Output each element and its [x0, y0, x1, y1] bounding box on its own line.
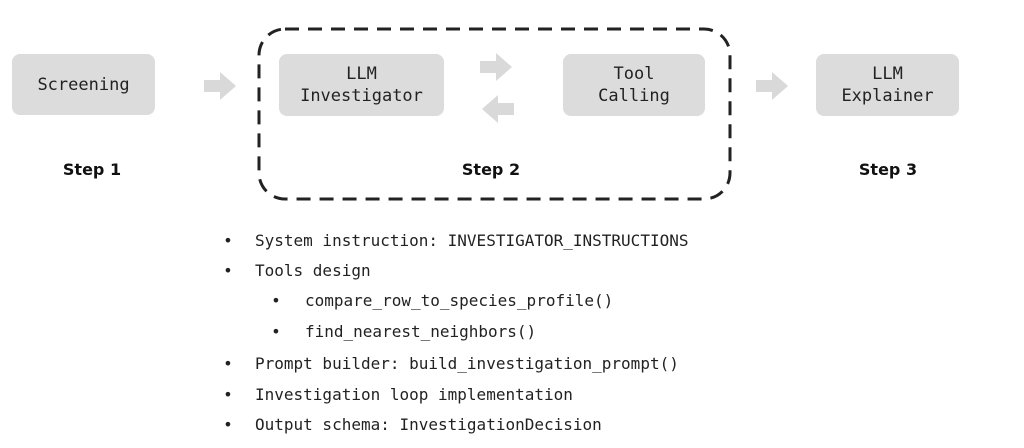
llm-investigator-label: LLM Investigator — [300, 64, 423, 106]
bullet-marker: • — [223, 385, 233, 404]
bullet-text: find_nearest_neighbors() — [305, 322, 537, 341]
step2-dashed-region — [257, 27, 732, 201]
llm-explainer-label: LLM Explainer — [841, 64, 934, 106]
tool-calling-box: Tool Calling — [563, 54, 705, 116]
bullet-marker: • — [223, 261, 233, 280]
screening-label: Screening — [37, 74, 130, 95]
bullet-text: Prompt builder: build_investigation_prom… — [255, 354, 679, 373]
right-arrow-icon — [204, 72, 236, 100]
bullet-text: System instruction: INVESTIGATOR_INSTRUC… — [255, 231, 689, 250]
step1-label: Step 1 — [62, 160, 122, 179]
bullet-text: Tools design — [255, 261, 371, 280]
screening-box: Screening — [12, 54, 155, 115]
left-arrow-icon — [482, 95, 514, 123]
tool-calling-label: Tool Calling — [598, 64, 670, 106]
step2-label: Step 2 — [461, 160, 521, 179]
right-arrow-icon — [756, 72, 788, 100]
bullet-marker: • — [223, 231, 233, 250]
bullet-text: compare_row_to_species_profile() — [305, 291, 614, 310]
bullet-marker: • — [223, 354, 233, 373]
bullet-marker: • — [271, 291, 281, 310]
right-arrow-icon — [480, 53, 512, 81]
bullet-marker: • — [271, 322, 281, 341]
step3-label: Step 3 — [858, 160, 918, 179]
bullet-text: Output schema: InvestigationDecision — [255, 415, 602, 434]
llm-explainer-box: LLM Explainer — [816, 54, 959, 116]
bullet-marker: • — [223, 415, 233, 434]
bullet-text: Investigation loop implementation — [255, 385, 573, 404]
llm-investigator-box: LLM Investigator — [279, 54, 444, 116]
